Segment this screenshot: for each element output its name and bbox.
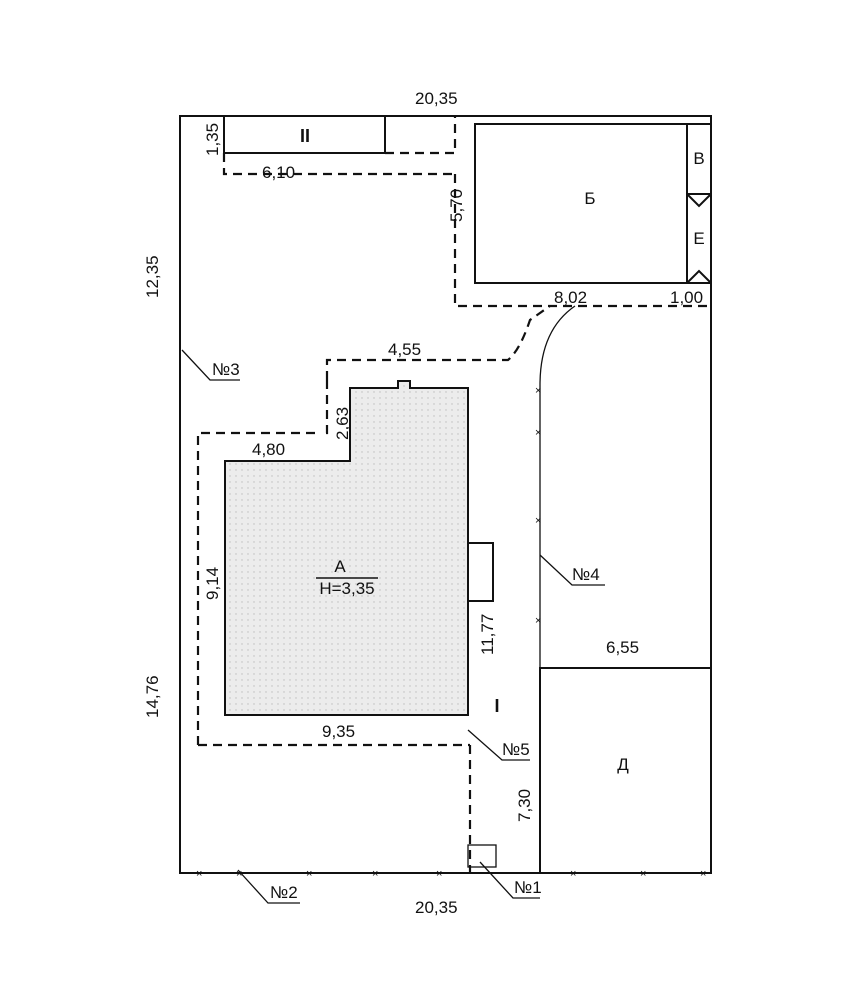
svg-text:×: × (535, 615, 541, 627)
dim-b-side: 5,70 (447, 189, 466, 222)
dim-b-bottom: 8,02 (554, 288, 587, 307)
label-building-v: В (693, 149, 704, 168)
label-building-a-height: Н=3,35 (319, 579, 374, 598)
dim-left-upper: 12,35 (143, 255, 162, 298)
point-1: №1 (514, 878, 542, 897)
point-4: №4 (572, 565, 600, 584)
driveway (325, 305, 576, 386)
dim-bottom: 20,35 (415, 898, 458, 917)
dim-a-right: 11,77 (478, 614, 497, 655)
boundary-ticks: × × × × × × × × (196, 868, 706, 880)
point-5: №5 (502, 740, 530, 759)
svg-text:×: × (372, 868, 378, 880)
svg-text:×: × (535, 385, 541, 397)
dim-a-top-left: 4,80 (252, 440, 285, 459)
building-d (539, 667, 712, 874)
svg-text:×: × (436, 868, 442, 880)
svg-text:×: × (535, 515, 541, 527)
building-a (196, 380, 494, 747)
dim-d-top: 6,55 (606, 638, 639, 657)
label-building-d: Д (617, 755, 629, 774)
dim-top: 20,35 (415, 89, 458, 108)
point-2: №2 (270, 883, 298, 902)
plot-boundary (179, 115, 712, 874)
dim-a-ext-side: 2,63 (333, 407, 352, 440)
svg-text:×: × (306, 868, 312, 880)
point-leaders (181, 349, 605, 904)
dim-ii-height: 1,35 (203, 123, 222, 156)
svg-text:×: × (570, 868, 576, 880)
dim-a-left: 9,14 (203, 567, 222, 600)
dim-d-left: 7,30 (515, 789, 534, 822)
dim-left-lower: 14,76 (143, 675, 162, 718)
svg-text:×: × (196, 868, 202, 880)
building-e (686, 193, 712, 284)
label-building-e: Е (693, 229, 704, 248)
svg-text:×: × (535, 427, 541, 439)
label-roman-i: I (494, 696, 499, 716)
label-building-a: А (334, 557, 346, 576)
label-roman-ii: II (300, 126, 310, 146)
point-3: №3 (212, 360, 240, 379)
building-ii (222, 115, 457, 176)
label-building-b: Б (584, 189, 595, 208)
dim-a-bottom: 9,35 (322, 722, 355, 741)
svg-text:×: × (700, 868, 706, 880)
dim-a-ext-top: 4,55 (388, 340, 421, 359)
dim-v-e-bottom: 1,00 (670, 288, 703, 307)
building-b (453, 123, 712, 308)
dim-ii-width: 6,10 (262, 163, 295, 182)
svg-text:×: × (640, 868, 646, 880)
svg-text:×: × (236, 868, 242, 880)
